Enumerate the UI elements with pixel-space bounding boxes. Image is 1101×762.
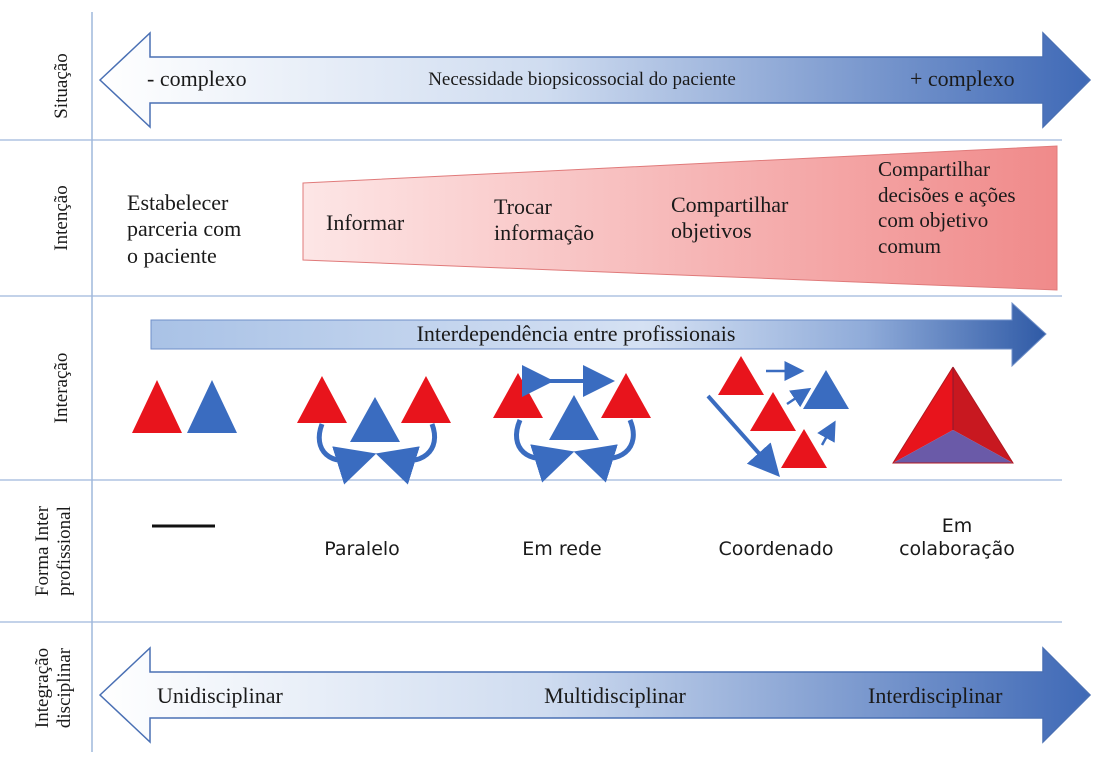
pyramid-colaboracao bbox=[892, 366, 1014, 464]
row-label-integracao: Integração disciplinar bbox=[32, 647, 75, 729]
intencao-informar: Informar bbox=[326, 210, 405, 235]
situacao-left-label: - complexo bbox=[147, 66, 247, 91]
triangles-group-paralelo bbox=[297, 376, 451, 485]
long-arrow-icon bbox=[706, 394, 780, 477]
blue-triangle bbox=[803, 370, 849, 409]
red-triangle bbox=[781, 429, 827, 468]
blue-triangle bbox=[549, 395, 599, 440]
red-triangle bbox=[297, 376, 347, 423]
situacao-double-arrow bbox=[98, 31, 1092, 129]
red-triangle bbox=[601, 373, 651, 418]
curved-arrow-icon bbox=[375, 423, 438, 485]
pyramid-edges bbox=[892, 366, 1014, 464]
red-triangle bbox=[718, 356, 764, 395]
forma-em-colaboracao: Em colaboração bbox=[899, 515, 1015, 561]
interdependencia-label: Interdependência entre profissionais bbox=[416, 321, 736, 346]
row-label-intencao: Intenção bbox=[51, 185, 73, 251]
forma-em-rede: Em rede bbox=[522, 538, 602, 560]
integracao-center-label: Multidisciplinar bbox=[544, 683, 686, 708]
arrow-icon bbox=[817, 420, 836, 446]
integracao-right-label: Interdisciplinar bbox=[868, 683, 1003, 708]
red-triangle bbox=[132, 380, 182, 433]
blue-triangle bbox=[187, 380, 237, 433]
intencao-estabelecer: Estabelecer parceria com o paciente bbox=[127, 190, 242, 268]
situacao-center-label: Necessidade biopsicossocial do paciente bbox=[428, 69, 736, 90]
triangles-group-none bbox=[132, 380, 237, 433]
triangles-group-em-rede bbox=[493, 365, 651, 483]
arrow-icon bbox=[786, 387, 812, 408]
integracao-double-arrow bbox=[98, 646, 1092, 744]
integracao-left-label: Unidisciplinar bbox=[157, 683, 283, 708]
forma-paralelo: Paralelo bbox=[324, 538, 400, 560]
blue-triangle bbox=[350, 397, 400, 442]
curved-arrow-icon bbox=[316, 423, 377, 485]
intencao-wedge bbox=[302, 145, 1058, 291]
row-label-interacao: Interação bbox=[51, 352, 73, 424]
triangles-group-coordenado bbox=[706, 356, 849, 477]
row-label-situacao: Situação bbox=[51, 53, 73, 119]
interdependencia-arrow bbox=[150, 301, 1047, 368]
red-triangle bbox=[493, 373, 543, 418]
red-triangle bbox=[401, 376, 451, 423]
intencao-trocar: Trocar informação bbox=[494, 194, 595, 246]
intencao-compartilhar-objetivos: Compartilhar objetivos bbox=[671, 192, 789, 244]
curved-arrow-icon bbox=[513, 419, 575, 483]
intencao-compartilhar-decisoes: Compartilhar decisões e ações com objeti… bbox=[878, 157, 1016, 258]
red-triangle bbox=[750, 392, 796, 431]
forma-coordenado: Coordenado bbox=[718, 538, 834, 560]
curved-arrow-icon bbox=[573, 419, 636, 483]
situacao-right-label: + complexo bbox=[910, 66, 1015, 91]
pyramid-base-face bbox=[893, 430, 1013, 463]
row-label-forma: Forma Inter profissional bbox=[32, 505, 75, 597]
grid-lines bbox=[0, 12, 1062, 752]
